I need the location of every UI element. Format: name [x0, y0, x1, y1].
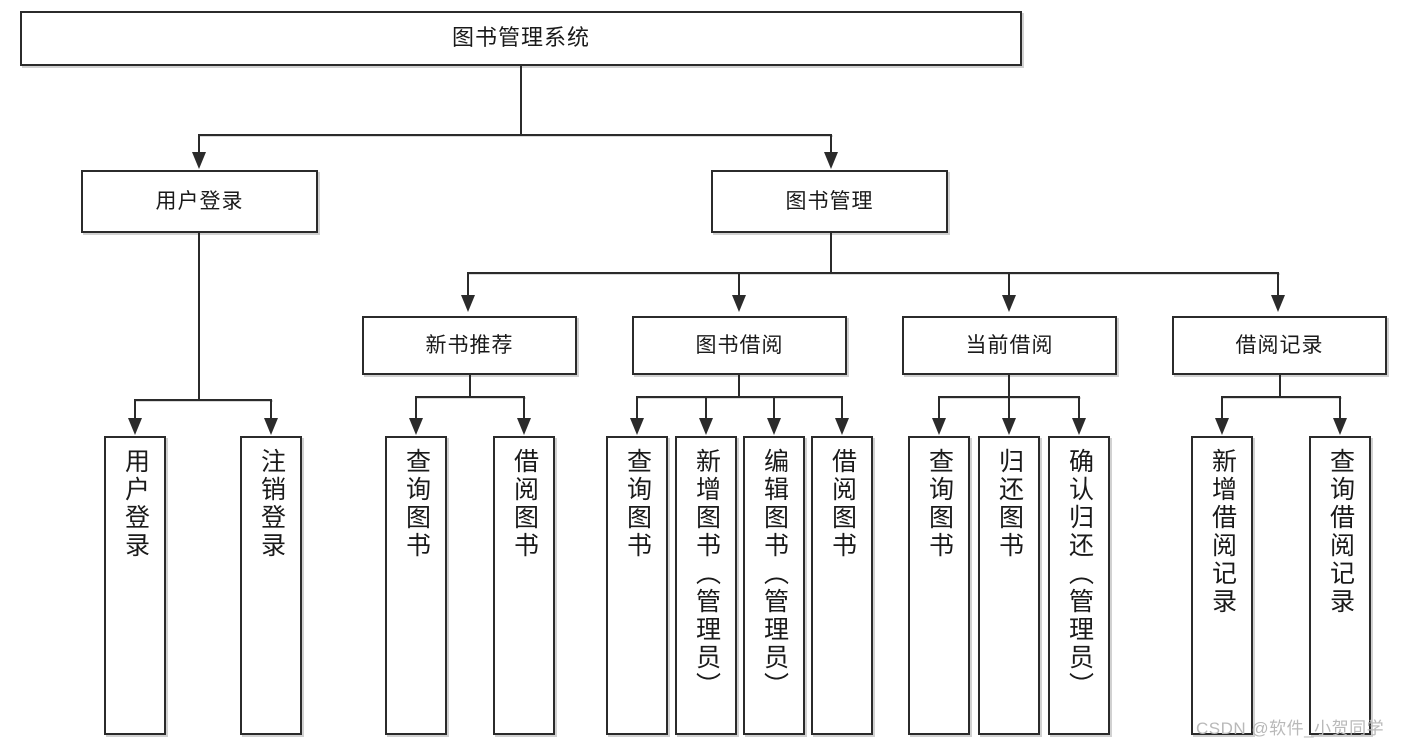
node-label: 新增借阅记录 [1208, 448, 1237, 616]
leaf-query-book-current[interactable]: 查询图书 [908, 436, 970, 735]
connector-root-stem [520, 66, 522, 135]
arrowhead-current-borrow-leaf3 [1072, 418, 1086, 435]
node-book-management[interactable]: 图书管理 [711, 170, 948, 233]
node-book-borrow[interactable]: 图书借阅 [632, 316, 847, 375]
leaf-add-book-admin[interactable]: 新增图书（管理员） [675, 436, 737, 735]
node-label: 新增图书（管理员） [692, 448, 721, 700]
connector-borrow-record-stem [1279, 375, 1281, 397]
arrowhead-book-borrow-leaf2 [699, 418, 713, 435]
leaf-borrow-book[interactable]: 借阅图书 [811, 436, 873, 735]
connector-root-bus [198, 134, 832, 136]
connector-user-login-leaf1 [134, 399, 136, 419]
node-label: 新书推荐 [425, 333, 514, 357]
node-label: 查询图书 [925, 448, 954, 560]
node-label: 编辑图书（管理员） [760, 448, 789, 700]
arrowhead-user-login-leaf1 [128, 418, 142, 435]
connector-book-borrow-leaf1 [636, 396, 638, 419]
node-label: 归还图书 [995, 448, 1024, 560]
watermark-text: CSDN @软件_小贺同学 [1196, 719, 1385, 738]
leaf-borrow-book-new-recommend[interactable]: 借阅图书 [493, 436, 555, 735]
connector-user-login-stem [198, 233, 200, 400]
node-label: 查询图书 [402, 448, 431, 560]
leaf-add-borrow-record[interactable]: 新增借阅记录 [1191, 436, 1253, 735]
connector-current-borrow-leaf2 [1008, 396, 1010, 419]
arrowhead-root-to-user-login [192, 152, 206, 169]
node-label: 借阅记录 [1235, 333, 1324, 357]
connector-book-manage-to-borrow-record [1277, 272, 1279, 296]
connector-book-borrow-bus [636, 396, 842, 398]
connector-book-borrow-leaf2 [705, 396, 707, 419]
arrowhead-user-login-leaf2 [264, 418, 278, 435]
node-borrow-record[interactable]: 借阅记录 [1172, 316, 1387, 375]
arrowhead-root-to-book-manage [824, 152, 838, 169]
leaf-user-login[interactable]: 用户登录 [104, 436, 166, 735]
node-label: 用户登录 [155, 189, 244, 213]
arrowhead-borrow-record-leaf1 [1215, 418, 1229, 435]
connector-borrow-record-bus [1221, 396, 1341, 398]
connector-book-manage-to-book-borrow [738, 272, 740, 296]
arrowhead-current-borrow-leaf1 [932, 418, 946, 435]
node-label: 借阅图书 [510, 448, 539, 560]
arrowhead-book-manage-to-book-borrow [732, 295, 746, 312]
connector-book-manage-to-new-book [467, 272, 469, 296]
node-label: 图书借阅 [695, 333, 784, 357]
connector-borrow-record-leaf2 [1339, 396, 1341, 419]
node-label: 图书管理系统 [451, 25, 590, 51]
node-new-book-recommend[interactable]: 新书推荐 [362, 316, 577, 375]
leaf-return-book[interactable]: 归还图书 [978, 436, 1040, 735]
arrowhead-book-manage-to-borrow-record [1271, 295, 1285, 312]
connector-book-borrow-leaf3 [773, 396, 775, 419]
arrowhead-book-manage-to-current-borrow [1002, 295, 1016, 312]
node-label: 当前借阅 [965, 333, 1054, 357]
connector-user-login-bus [134, 399, 272, 401]
connector-user-login-leaf2 [270, 399, 272, 419]
arrowhead-new-book-leaf2 [517, 418, 531, 435]
arrowhead-borrow-record-leaf2 [1333, 418, 1347, 435]
leaf-query-book-new-recommend[interactable]: 查询图书 [385, 436, 447, 735]
node-label: 图书管理 [785, 189, 874, 213]
node-current-borrow[interactable]: 当前借阅 [902, 316, 1117, 375]
node-root-book-management-system[interactable]: 图书管理系统 [20, 11, 1022, 66]
arrowhead-book-borrow-leaf3 [767, 418, 781, 435]
connector-borrow-record-leaf1 [1221, 396, 1223, 419]
connector-current-borrow-leaf3 [1078, 396, 1080, 419]
connector-root-to-book-manage [830, 134, 832, 153]
node-label: 查询借阅记录 [1326, 448, 1355, 616]
connector-book-manage-stem [830, 233, 832, 273]
arrowhead-new-book-leaf1 [409, 418, 423, 435]
node-label: 借阅图书 [828, 448, 857, 560]
node-label: 注销登录 [257, 448, 286, 560]
connector-new-book-leaf2 [523, 396, 525, 419]
connector-root-to-user-login [198, 134, 200, 153]
node-label: 确认归还（管理员） [1065, 448, 1094, 700]
connector-current-borrow-leaf1 [938, 396, 940, 419]
arrowhead-book-borrow-leaf4 [835, 418, 849, 435]
connector-new-book-leaf1 [415, 396, 417, 419]
connector-book-manage-to-current-borrow [1008, 272, 1010, 296]
leaf-logout[interactable]: 注销登录 [240, 436, 302, 735]
connector-new-book-bus [415, 396, 525, 398]
connector-new-book-stem [469, 375, 471, 397]
leaf-query-book-borrow[interactable]: 查询图书 [606, 436, 668, 735]
connector-book-manage-bus [467, 272, 1279, 274]
node-label: 查询图书 [623, 448, 652, 560]
node-user-login[interactable]: 用户登录 [81, 170, 318, 233]
connector-current-borrow-stem [1008, 375, 1010, 397]
node-label: 用户登录 [121, 448, 150, 560]
arrowhead-book-manage-to-new-book [461, 295, 475, 312]
arrowhead-current-borrow-leaf2 [1002, 418, 1016, 435]
leaf-confirm-return-admin[interactable]: 确认归还（管理员） [1048, 436, 1110, 735]
connector-book-borrow-leaf4 [841, 396, 843, 419]
leaf-edit-book-admin[interactable]: 编辑图书（管理员） [743, 436, 805, 735]
leaf-query-borrow-record[interactable]: 查询借阅记录 [1309, 436, 1371, 735]
connector-book-borrow-stem [738, 375, 740, 397]
arrowhead-book-borrow-leaf1 [630, 418, 644, 435]
